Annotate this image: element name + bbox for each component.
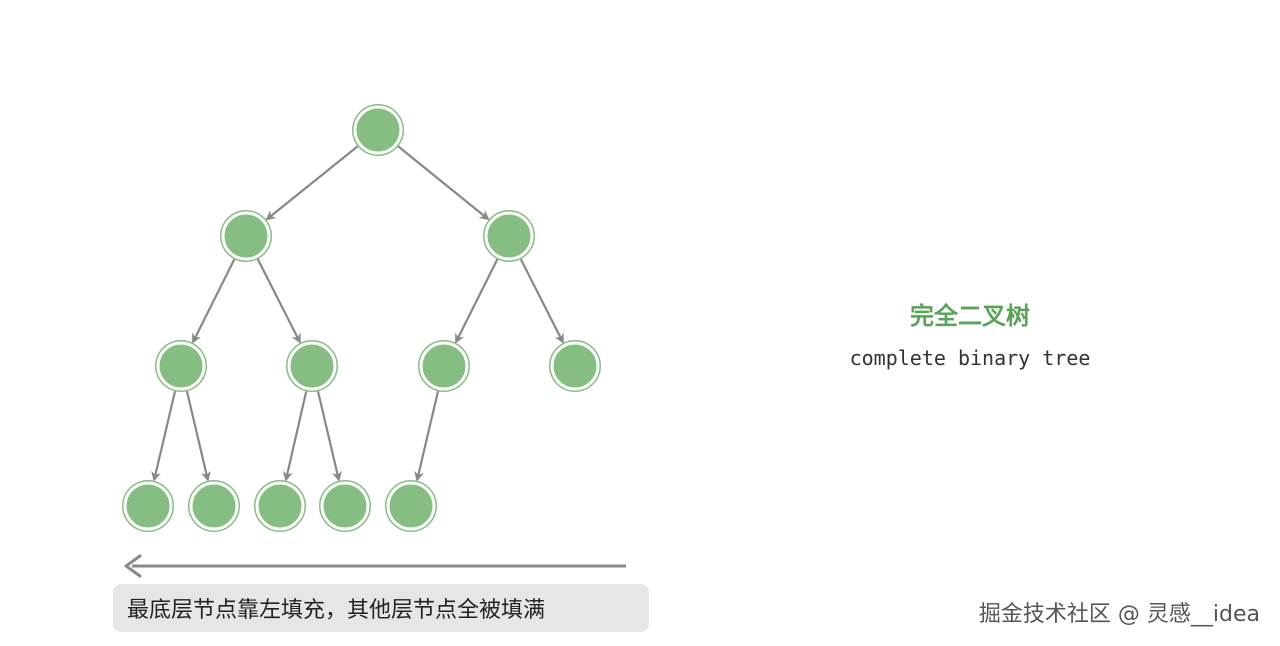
tree-edge-5-11	[414, 391, 440, 482]
tree-node-2	[483, 210, 535, 262]
tree-node-7	[122, 480, 174, 532]
tree-nodes	[122, 104, 601, 532]
tree-node-6	[549, 340, 601, 392]
tree-edge-0-2	[397, 145, 490, 221]
caption-box: 最底层节点靠左填充，其他层节点全被填满	[113, 584, 649, 632]
tree-node-8	[188, 480, 240, 532]
fill-direction-arrow	[124, 554, 626, 578]
tree-edge-1-4	[256, 258, 301, 344]
tree-edge-0-1	[265, 145, 359, 221]
diagram-title-zh: 完全二叉树	[910, 302, 1030, 330]
diagram-title-en: complete binary tree	[849, 346, 1091, 370]
tree-node-5	[418, 340, 470, 392]
tree-edge-4-10	[316, 391, 342, 482]
tree-node-10	[319, 480, 371, 532]
tree-edges	[151, 145, 564, 482]
tree-node-3	[155, 340, 207, 392]
tree-node-4	[286, 340, 338, 392]
tree-edge-4-9	[282, 391, 308, 482]
tree-node-0	[352, 104, 404, 156]
watermark: 掘金技术社区 @ 灵感__idea	[978, 602, 1260, 627]
tree-node-1	[220, 210, 272, 262]
tree-edge-3-7	[151, 391, 177, 482]
caption-text: 最底层节点靠左填充，其他层节点全被填满	[127, 598, 546, 623]
tree-edge-2-5	[455, 258, 499, 344]
tree-node-11	[385, 480, 437, 532]
tree-edge-2-6	[519, 258, 564, 344]
tree-edge-1-3	[192, 258, 236, 344]
tree-edge-3-8	[185, 391, 211, 482]
tree-node-9	[254, 480, 306, 532]
